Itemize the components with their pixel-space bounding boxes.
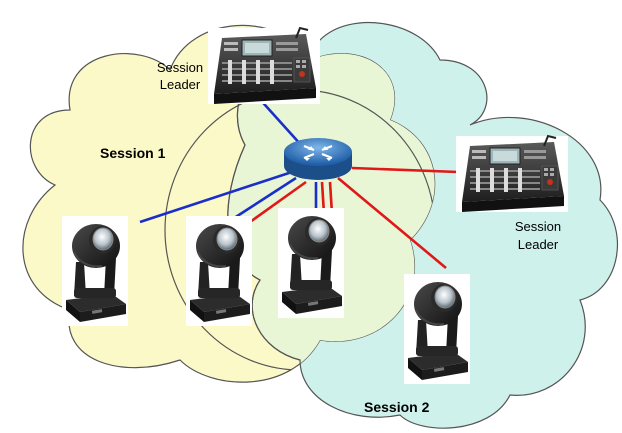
session-1-label: Session 1 bbox=[100, 145, 166, 161]
fixture-4-moving-head-icon bbox=[403, 273, 471, 385]
link-leader2-router bbox=[351, 166, 459, 174]
session-2-links bbox=[249, 166, 459, 269]
router-icon bbox=[284, 138, 352, 180]
session-leader-1-console-icon bbox=[207, 27, 321, 105]
fixture-2-moving-head-icon bbox=[185, 215, 253, 327]
link-router-fixture2 bbox=[227, 176, 297, 224]
fixture-3-moving-head-icon bbox=[277, 207, 345, 319]
leader-2-label-line2: Leader bbox=[518, 237, 559, 252]
fixture-1-moving-head-icon bbox=[61, 215, 129, 327]
link-router-fixture1 bbox=[139, 170, 293, 224]
leader-1-label-line1: Session bbox=[157, 60, 203, 75]
session-leader-2-console-icon bbox=[455, 135, 569, 213]
session-1-links bbox=[139, 94, 318, 224]
leader-2-label-line1: Session bbox=[515, 219, 561, 234]
leader-1-label-line2: Leader bbox=[160, 77, 201, 92]
link-router-fixture4 bbox=[337, 177, 447, 269]
link-router-fixture2-red bbox=[249, 180, 307, 224]
session-2-label: Session 2 bbox=[364, 399, 430, 415]
